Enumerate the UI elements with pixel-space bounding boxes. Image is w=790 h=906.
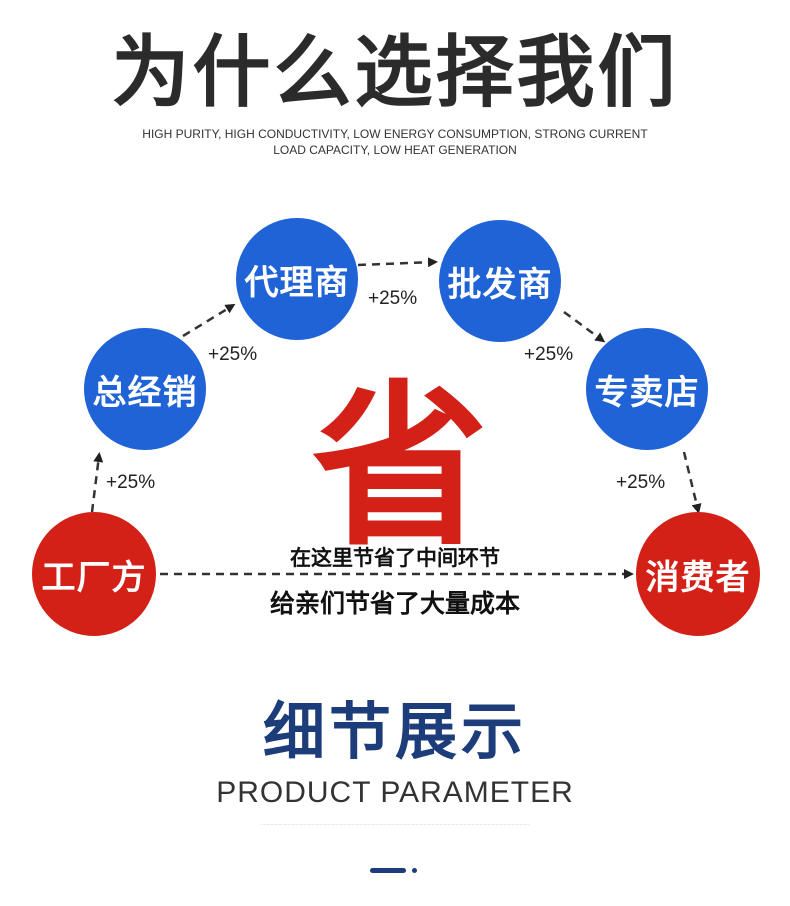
fine-print-decoration: ········································…: [261, 822, 529, 827]
node-factory: 工厂方: [32, 512, 156, 636]
markup-label: +25%: [368, 288, 418, 309]
savings-line-1: 在这里节省了中间环节: [290, 546, 500, 570]
divider-bar: [370, 868, 406, 873]
arrow-factory-distributor: [90, 452, 104, 513]
save-character: 省: [311, 363, 488, 570]
divider-dot: [412, 868, 417, 873]
arrow-distributor-agent: [182, 303, 236, 338]
page-title: 为什么选择我们: [111, 28, 679, 118]
markup-label: +25%: [106, 472, 156, 493]
arrow-wholesaler-store: [563, 310, 606, 343]
arrow-store-consumer: [682, 451, 702, 514]
node-agent: 代理商: [236, 218, 358, 340]
node-store: 专卖店: [586, 328, 708, 450]
markup-label: +25%: [524, 344, 574, 365]
subtitle-line-1: HIGH PURITY, HIGH CONDUCTIVITY, LOW ENER…: [142, 127, 648, 141]
arrow-agent-wholesaler: [357, 257, 438, 268]
detail-subtitle: PRODUCT PARAMETER: [216, 776, 574, 809]
node-consumer: 消费者: [636, 512, 760, 636]
page-subtitle: HIGH PURITY, HIGH CONDUCTIVITY, LOW ENER…: [120, 126, 670, 158]
detail-title: 细节展示: [262, 695, 527, 768]
subtitle-line-2: LOAD CAPACITY, LOW HEAT GENERATION: [273, 143, 517, 157]
savings-line-2: 给亲们节省了大量成本: [269, 589, 520, 618]
markup-label: +25%: [616, 472, 666, 493]
markup-label: +25%: [208, 344, 258, 365]
node-wholesaler: 批发商: [439, 220, 561, 342]
node-distributor: 总经销: [84, 328, 206, 450]
